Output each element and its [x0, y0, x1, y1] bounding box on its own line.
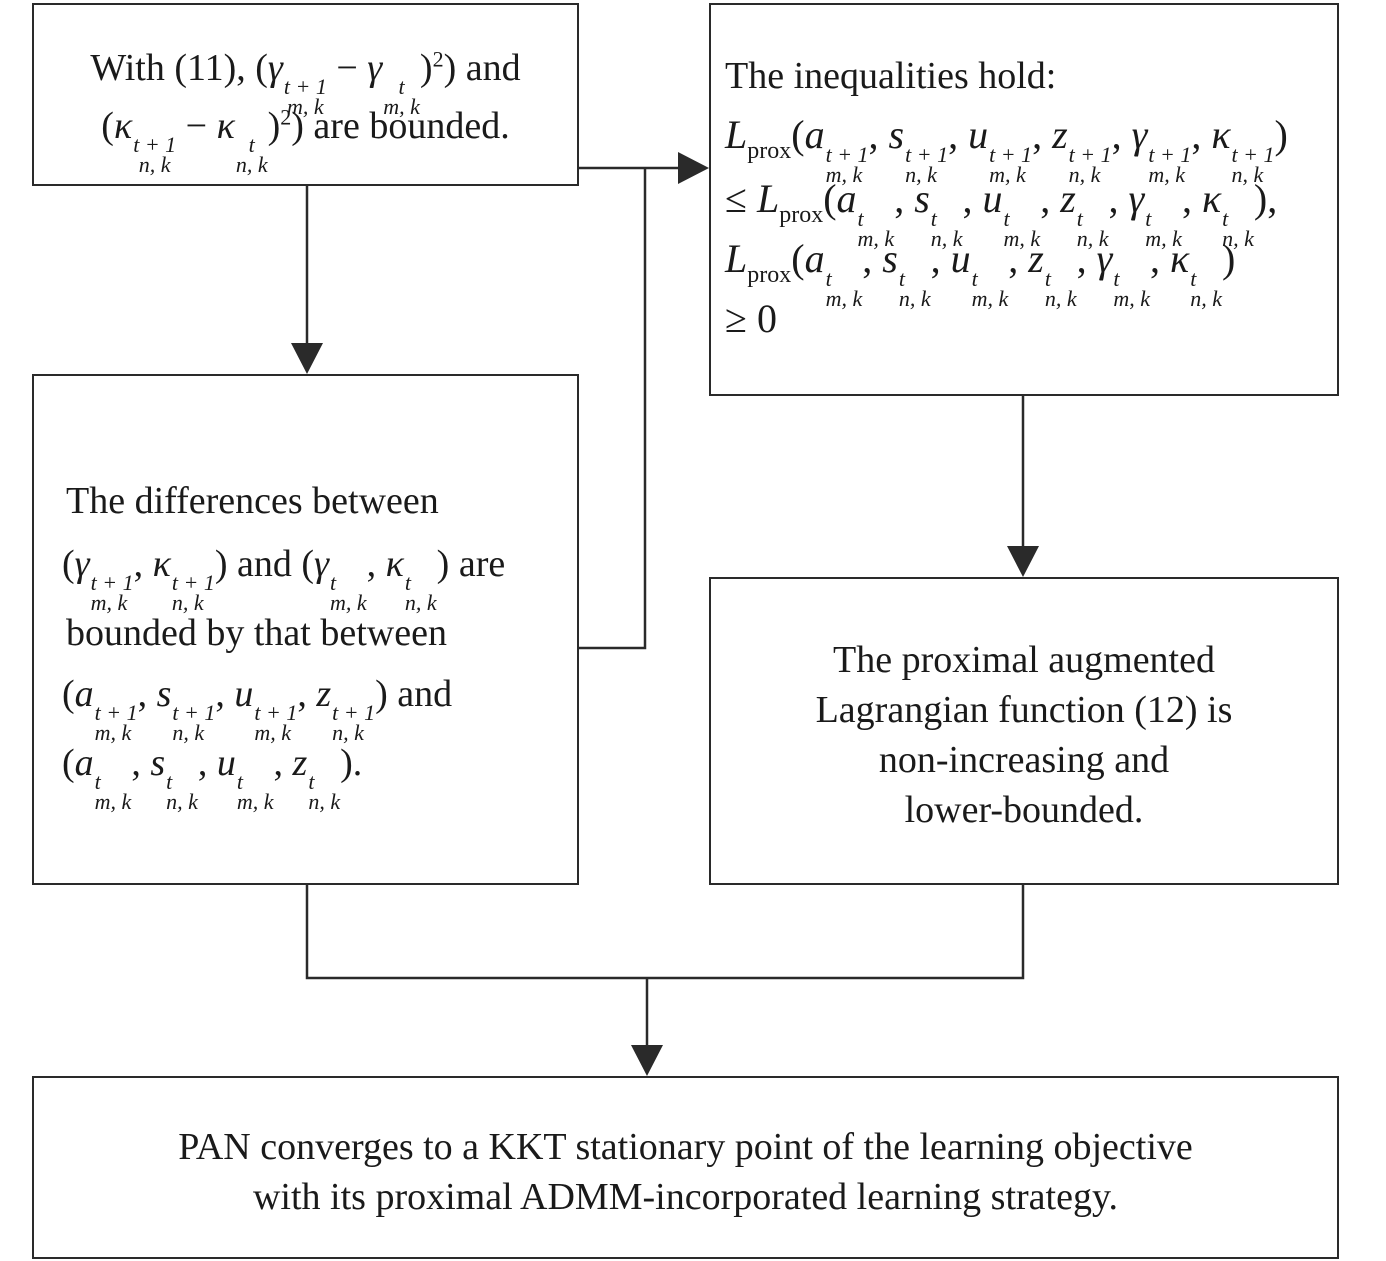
lprox-sub: prox	[779, 202, 824, 228]
box1-line1-prefix: With (11), (	[90, 47, 268, 89]
box5-line1: PAN converges to a KKT stationary point …	[178, 1126, 1193, 1168]
connector-merge	[305, 885, 1025, 980]
arrowhead-to-box3	[291, 343, 323, 374]
arrowhead-to-box5	[631, 1045, 663, 1076]
box4-line2: Lagrangian function (12) is	[815, 689, 1233, 731]
box3-line2-end: ) are	[436, 543, 506, 585]
box3-line1: The differences between	[66, 480, 439, 522]
box1-line2-suffix: ) are bounded.	[291, 105, 510, 147]
box4-line4: lower-bounded.	[904, 789, 1144, 831]
connector-box3-to-box2	[579, 168, 647, 650]
box3-line2-mid: ) and (	[214, 543, 315, 585]
box2-heading: The inequalities hold:	[725, 55, 1057, 97]
lprox-sub: prox	[747, 262, 792, 288]
box-conclusion: PAN converges to a KKT stationary point …	[32, 1076, 1339, 1259]
arrowhead-to-box2	[678, 152, 709, 184]
box3-line3: bounded by that between	[66, 612, 447, 654]
box4-line1: The proximal augmented	[833, 639, 1215, 681]
box4-line3: non-increasing and	[878, 739, 1170, 781]
box-lagrangian-nonincreasing: The proximal augmented Lagrangian functi…	[709, 577, 1339, 885]
box5-line2: with its proximal ADMM-incorporated lear…	[252, 1176, 1119, 1218]
box1-line1-suffix: ) and	[443, 47, 521, 89]
box3-line5-end: ).	[340, 742, 363, 784]
le-symbol: ≤	[725, 176, 747, 221]
arrowhead-to-box4	[1007, 546, 1039, 577]
box3-line4-end: ) and	[375, 673, 453, 715]
box2-ge-line: ≥ 0	[725, 296, 777, 341]
lprox-sub: prox	[747, 138, 792, 164]
